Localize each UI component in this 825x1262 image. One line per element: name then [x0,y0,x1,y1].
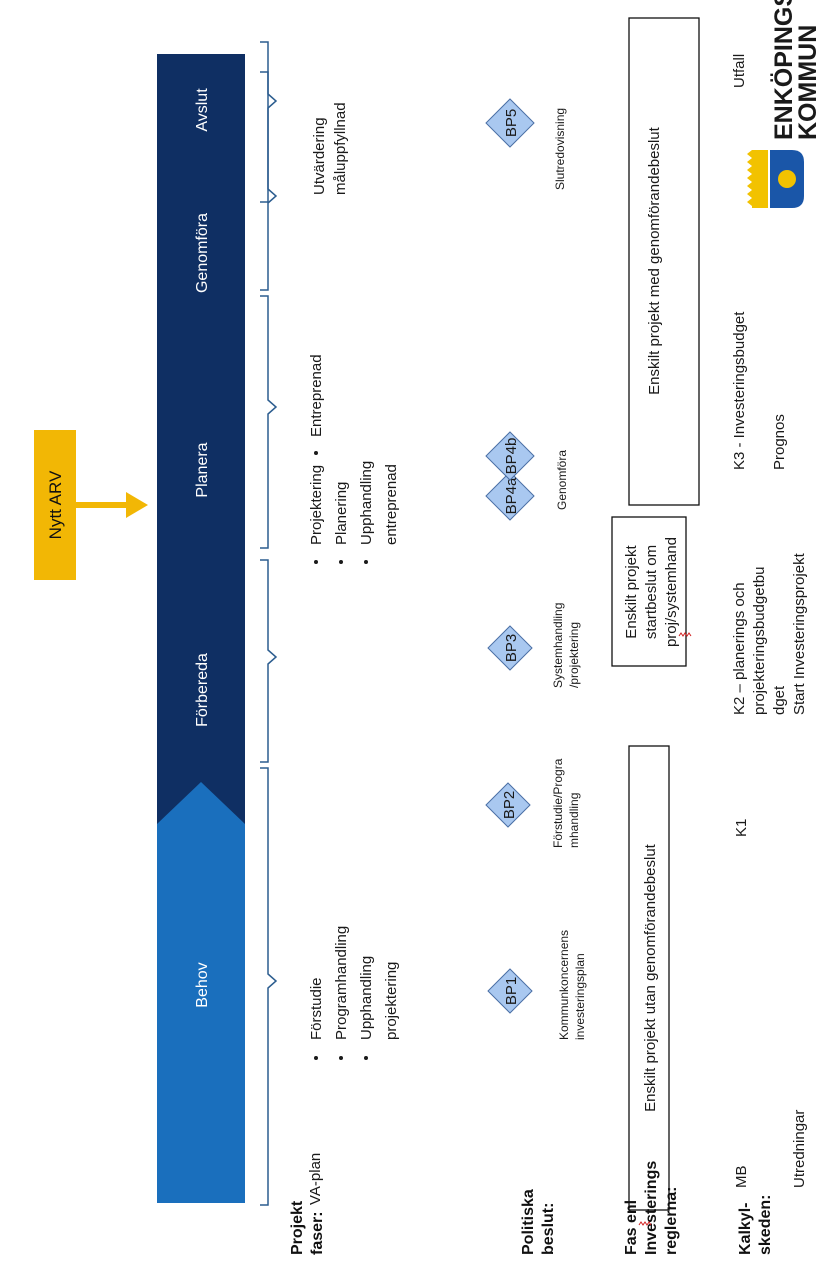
desc-avslut-2: måluppfyllnad [332,102,349,195]
box-start-line-2: startbeslut om [643,545,660,639]
bullet [364,560,368,564]
bp3-diamond [487,625,533,671]
phase-label-behov: Behov [194,962,211,1007]
phase-chevron-behov [157,766,245,1203]
bp1-label: BP1 [503,977,520,1005]
calc-k2-3: dget [771,685,788,715]
brace-planera [260,295,278,549]
new-arv-label: Nytt ARV [46,470,65,539]
box-start-line-3: proj/systemhand [663,537,680,647]
bp4b-diamond [485,431,535,481]
bp2-diamond [485,782,531,828]
header-projektfaser-2: faser: [309,1211,326,1255]
header-projektfaser-1: Projekt [289,1200,306,1255]
bp2-caption-2: mhandling [567,793,581,848]
header-fas-enl-1: Fas enl [623,1200,640,1255]
header-politiska-2: beslut: [540,1203,557,1255]
logo-crown-spikes-icon [747,150,752,206]
box-start-decision [611,516,687,667]
bullet [314,560,318,564]
phase-label-genomfora: Genomföra [194,213,211,293]
bullet [364,1056,368,1060]
calc-mb: MB [733,1166,750,1189]
calc-k2-1: K2 – planerings och [731,582,748,715]
phase-label-planera: Planera [194,442,211,497]
enkopings-kommun-logo: ENKÖPINGS KOMMUN [747,0,822,208]
calc-utredningar: Utredningar [791,1110,808,1188]
brace-avslut [260,41,278,203]
desc-planera-3: Upphandling [358,461,375,545]
new-arv-arrow-head [126,492,148,518]
desc-planera-1: Projektering [308,465,325,545]
spellcheck-underline [678,632,692,637]
bullet [339,1056,343,1060]
desc-planera-4: entreprenad [383,464,400,545]
bp1-diamond [487,968,533,1014]
brace-behov [260,767,278,1206]
bp3-caption-2: /projektering [567,622,581,688]
new-arv-box [34,430,76,580]
desc-planera-2: Planering [333,482,350,545]
bp4-caption: Genomföra [555,450,569,510]
box-with-decision-text: Enskilt projekt med genomförandebeslut [646,126,663,394]
desc-forbereda-1: Förstudie [308,977,325,1040]
bullet [314,451,318,455]
box-without-decision [628,745,670,1211]
logo-line-1: ENKÖPINGS [769,0,798,140]
bp1-caption-2: investeringsplan [573,953,587,1040]
desc-avslut-1: Utvärdering [311,117,328,195]
brace-forbereda [260,559,278,763]
phase-label-avslut: Avslut [194,88,211,132]
bp2-caption-1: Förstudie/Progra [551,758,565,848]
bp5-caption: Slutredovisning [553,108,567,190]
header-kalkyl-1: Kalkyl- [737,1203,754,1255]
desc-forbereda-2: Programhandling [333,926,350,1040]
calc-k3: K3 - Investeringsbudget [731,311,748,470]
phase-chevron-avslut [157,54,245,170]
calc-prognos: Prognos [771,414,788,470]
header-politiska-1: Politiska [520,1189,537,1255]
header-fas-enl-3: reglerna: [663,1187,680,1255]
desc-genomfora-1: Entreprenad [308,354,325,437]
box-start-line-1: Enskilt projekt [623,544,640,638]
box-with-decision [628,17,700,506]
header-kalkyl-2: skeden: [757,1195,774,1255]
calc-utfall: Utfall [731,54,748,88]
bp5-diamond [485,98,535,148]
bullet [339,560,343,564]
calc-k2-2: projekteringsbudgetbu [751,567,768,715]
logo-crown-icon [752,150,768,208]
bullet [314,1056,318,1060]
bp4b-label: BP4b [503,438,520,475]
phase-label-forbereda: Förbereda [194,653,211,727]
bp2-label: BP2 [501,791,518,819]
bp3-caption-1: Systemhandling [551,603,565,688]
spellcheck-underline [638,1221,652,1226]
phase-chevron-forbereda [157,548,245,824]
box-without-decision-text: Enskilt projekt utan genomförandebeslut [642,843,659,1111]
desc-forbereda-4: projektering [383,962,400,1040]
calc-start-investeringsprojekt: Start Investeringsprojekt [791,552,808,715]
bp4a-label: BP4a [503,477,520,514]
logo-line-2: KOMMUN [794,25,822,140]
phase-chevron-planera [157,330,245,606]
bp1-caption-1: Kommunkoncernens [557,930,571,1040]
bp4a-diamond [485,471,535,521]
header-fas-enl-2: Investerings [643,1161,660,1255]
calc-k1: K1 [733,819,750,837]
bp5-label: BP5 [503,109,520,137]
phase-chevron-genomfora [157,112,245,388]
logo-emblem-icon [778,170,796,188]
bp3-label: BP3 [503,634,520,662]
desc-forbereda-3: Upphandling [358,956,375,1040]
desc-behov: VA-plan [307,1153,324,1205]
